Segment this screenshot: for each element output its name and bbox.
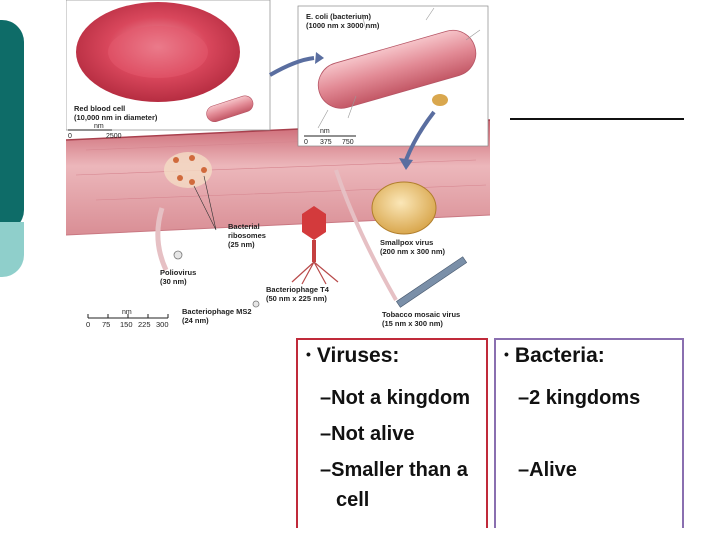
decorative-tab-light: [0, 222, 24, 277]
rbc-label: Red blood cell(10,000 nm in diameter): [74, 104, 158, 122]
ecoli-label: E. coli (bacterium)(1000 nm x 3000 nm): [306, 12, 380, 30]
viruses-box: •Viruses: –Not a kingdom –Not alive –Sma…: [296, 338, 488, 528]
bullet-icon: •: [504, 346, 509, 362]
bottom-scale-tick-2: 150: [120, 320, 133, 329]
tmv-label: Tobacco mosaic virus(15 nm x 300 nm): [382, 310, 461, 328]
bacteria-box: •Bacteria: –2 kingdoms –Alive: [494, 338, 684, 528]
rbc-scale-tick-1: 2500: [106, 133, 122, 140]
t4-label: Bacteriophage T4(50 nm x 225 nm): [266, 285, 329, 303]
title-underline: [510, 118, 684, 120]
ecoli-scale-tick-2: 750: [342, 139, 354, 146]
bottom-scale-tick-4: 300: [156, 320, 169, 329]
bottom-scale-tick-3: 225: [138, 320, 151, 329]
rbc-scale-tick-0: 0: [68, 133, 72, 140]
viruses-title: •Viruses:: [306, 344, 400, 367]
bacteria-title: •Bacteria:: [504, 344, 605, 367]
viruses-item-1: –Not a kingdom: [320, 387, 471, 409]
bullet-icon: •: [306, 346, 311, 362]
bacteriophage-ms2: [252, 300, 260, 308]
ecoli-bacterium: [317, 29, 477, 109]
ecoli-scale-tick-0: 0: [304, 139, 308, 146]
poliovirus: [173, 250, 183, 260]
bacteriophage-t4: [302, 206, 326, 240]
size-comparison-figure: E. coli (bacterium)(1000 nm x 3000 nm) R…: [66, 0, 490, 336]
viruses-item-3: –Smaller than a: [320, 459, 468, 481]
tobacco-mosaic-virus: [396, 256, 468, 308]
ecoli-scale-tick-1: 375: [320, 139, 332, 146]
ecoli-scale-unit: nm: [320, 128, 330, 135]
smallpox-label: Smallpox virus(200 nm x 300 nm): [380, 238, 446, 256]
bottom-scale-unit: nm: [122, 309, 132, 316]
viruses-item-4: cell: [336, 489, 370, 511]
bottom-scale-tick-0: 0: [86, 320, 91, 329]
figure-illustration: [66, 0, 490, 319]
rbc-scale-unit: nm: [94, 123, 104, 130]
ms2-label: Bacteriophage MS2(24 nm): [182, 307, 252, 325]
bottom-scale-tick-1: 75: [102, 320, 111, 329]
viruses-item-2: –Not alive: [320, 423, 415, 445]
bacteria-item-1: –2 kingdoms: [518, 387, 641, 409]
decorative-tab-dark: [0, 20, 24, 232]
bacteria-item-2: –Alive: [518, 459, 577, 481]
poliovirus-label: Poliovirus(30 nm): [160, 268, 197, 286]
smallpox-virus: [371, 181, 437, 235]
